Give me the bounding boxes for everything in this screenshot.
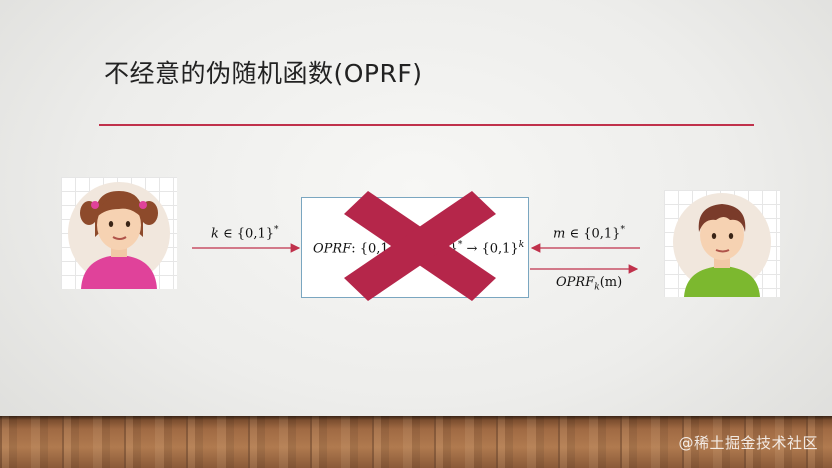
slide-title: 不经意的伪随机函数(OPRF) xyxy=(104,59,423,88)
label-left-message: k ∈ {0,1}* xyxy=(211,225,279,242)
left-avatar-frame xyxy=(61,177,177,289)
wood-floor xyxy=(0,416,832,468)
girl-avatar-icon xyxy=(68,182,170,289)
title-rule xyxy=(99,124,754,126)
label-right-message: m ∈ {0,1}* xyxy=(553,225,625,242)
watermark: @稀土掘金技术社区 xyxy=(678,434,818,452)
label-oprf-output: OPRFk(m) xyxy=(556,275,623,293)
right-avatar-frame xyxy=(664,190,780,297)
boy-avatar-icon xyxy=(673,193,771,297)
oprf-formula: OPRF: {0,1}* × {0,1}* → {0,1}k xyxy=(313,240,525,257)
